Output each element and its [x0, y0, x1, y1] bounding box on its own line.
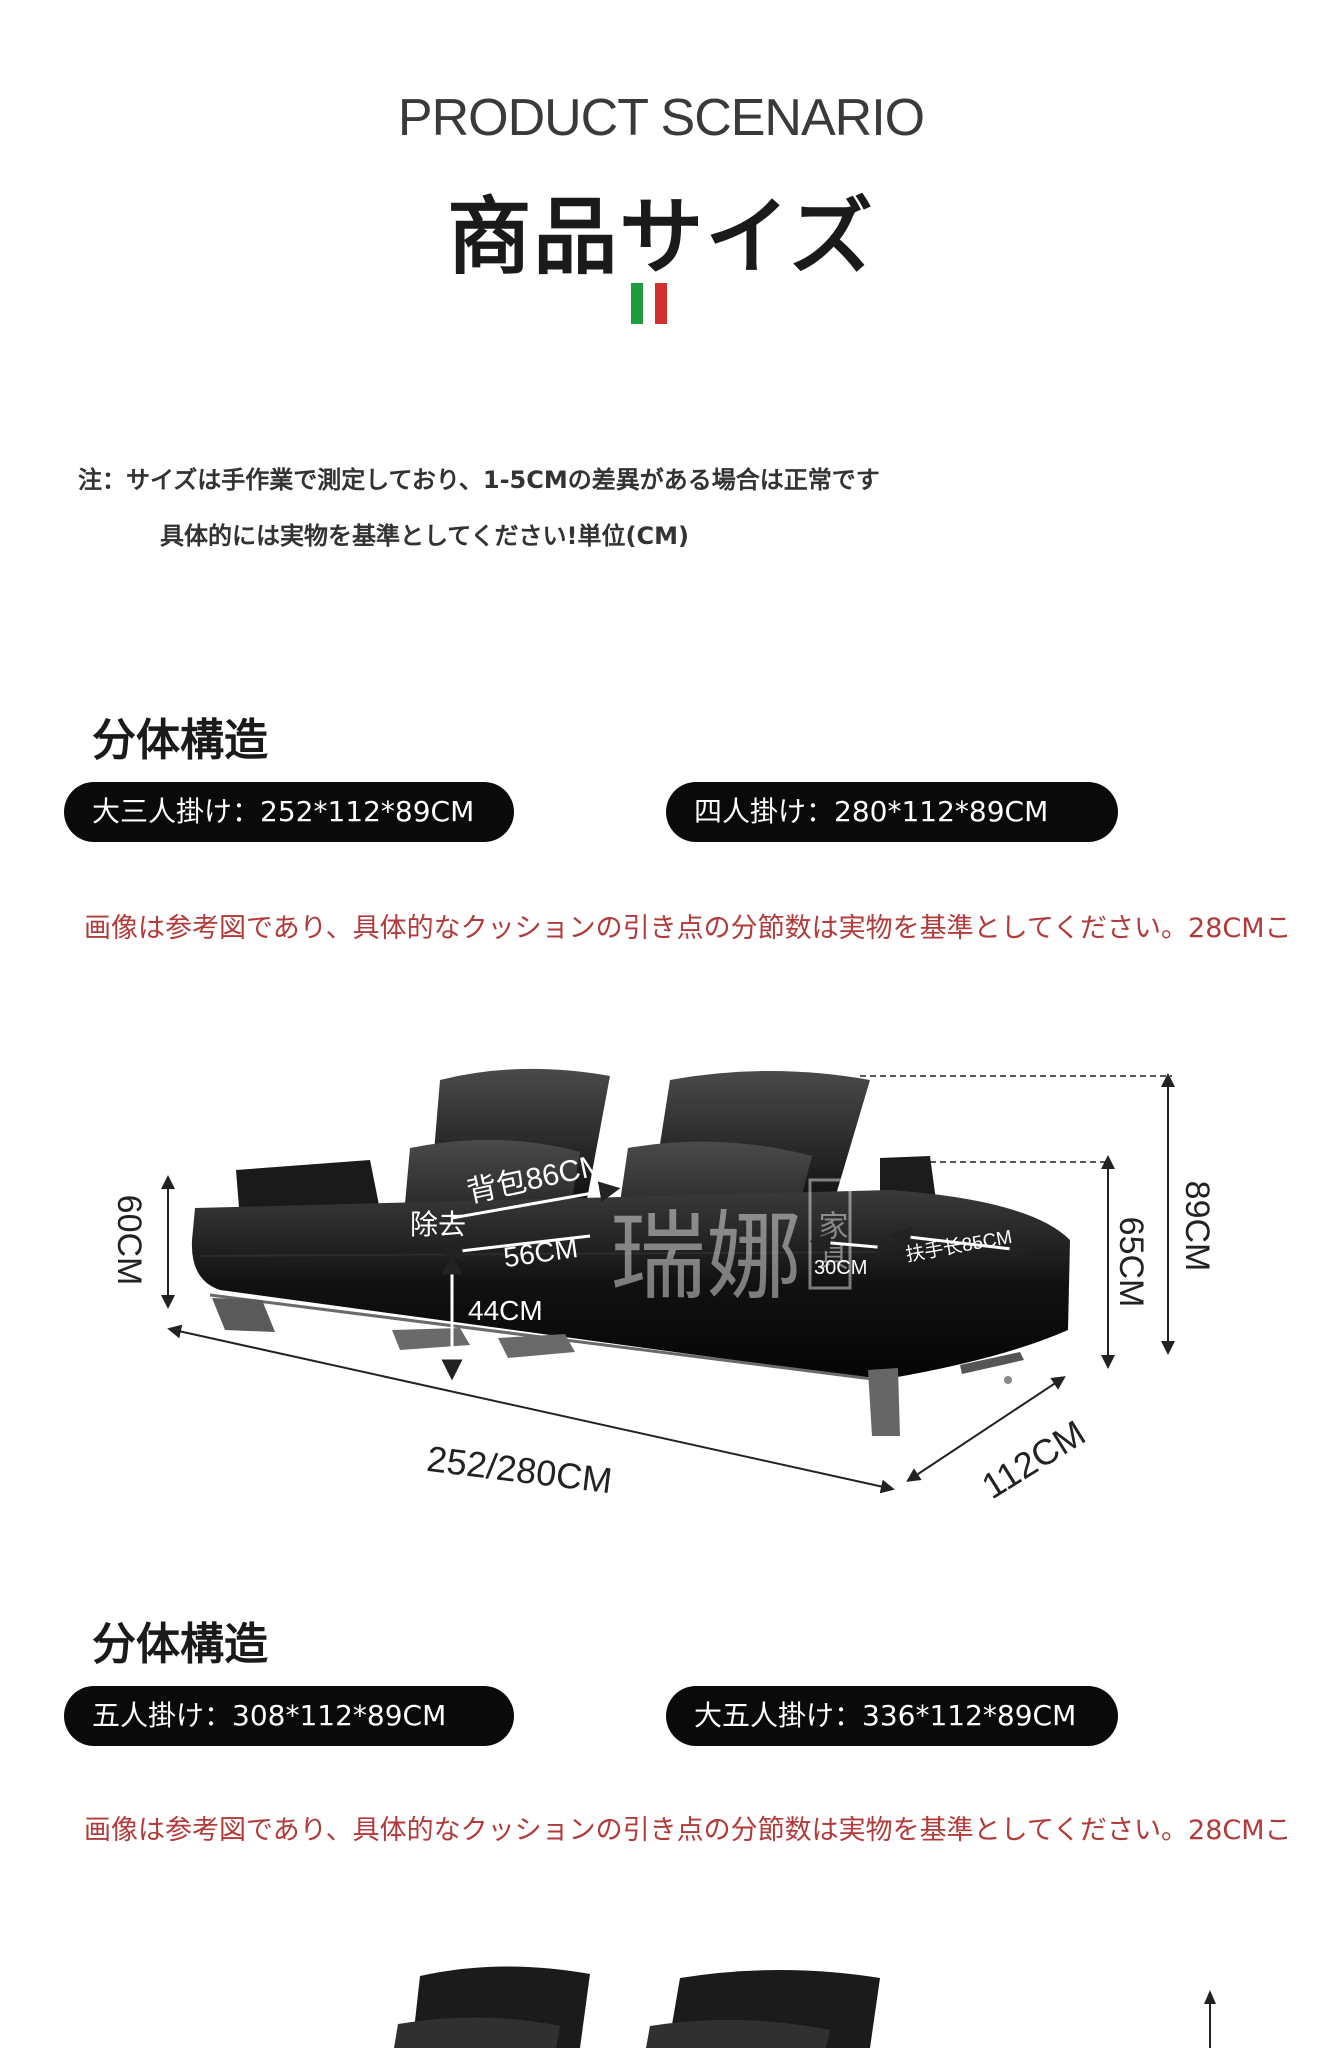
- section-title: 分体構造: [92, 715, 268, 766]
- size-pill-3seat: 大三人掛け：252*112*89CM: [64, 782, 514, 842]
- watermark: 瑞娜 家具: [610, 1178, 852, 1313]
- dim-length: 252/280CM: [425, 1438, 615, 1501]
- section-title: 分体構造: [92, 1619, 268, 1670]
- dim-seat-height: 60CM: [110, 1195, 148, 1286]
- measurement-note: 注：サイズは手作業で測定しており、1-5CMの差異がある場合は正常です: [78, 466, 880, 494]
- dim-remove: 除去: [410, 1209, 466, 1240]
- dim-seat-floor: 44CM: [468, 1295, 543, 1326]
- dim-armrest-width: 30CM: [814, 1257, 867, 1279]
- page-title: 商品サイズ: [447, 188, 875, 286]
- dimension-lines: [161, 1073, 1175, 1494]
- sofa-dimension-diagram: 瑞娜 家具 60CM 背包86CM 除去 56CM 44CM 30CM 扶手长8…: [110, 1068, 1216, 1507]
- size-pill-large-5seat: 大五人掛け：336*112*89CM: [666, 1686, 1118, 1746]
- unit-note: 具体的には実物を基準としてください!単位(CM): [160, 522, 689, 550]
- watermark-text: 瑞娜: [610, 1201, 802, 1313]
- sofa-image-partial: [394, 1966, 1216, 2048]
- size-pill-4seat: 四人掛け：280*112*89CM: [666, 782, 1118, 842]
- reference-note: 画像は参考図であり、具体的なクッションの引き点の分節数は実物を基準としてください…: [84, 1815, 1292, 1846]
- reference-note: 画像は参考図であり、具体的なクッションの引き点の分節数は実物を基準としてください…: [84, 913, 1292, 944]
- dim-arm-height: 65CM: [1112, 1217, 1150, 1308]
- italy-flag-icon: [631, 283, 667, 324]
- subtitle-en: PRODUCT SCENARIO: [397, 89, 925, 147]
- dim-total-height: 89CM: [1178, 1181, 1216, 1272]
- size-pill-5seat: 五人掛け：308*112*89CM: [64, 1686, 514, 1746]
- dim-depth: 112CM: [974, 1412, 1092, 1507]
